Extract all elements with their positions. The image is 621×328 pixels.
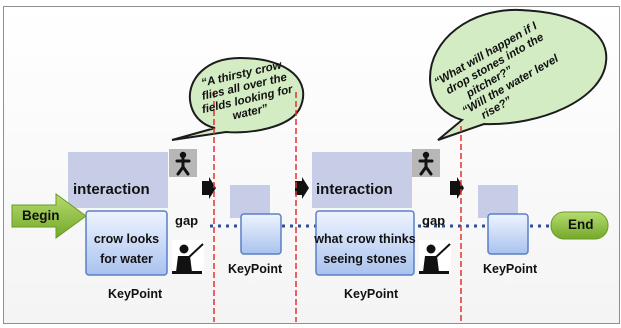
interaction-label-2: interaction [316,181,393,198]
keypoint-1-line-1: crow looks [93,232,160,246]
keypoint-3-line-1: what crow thinks [314,232,416,246]
keypoint-label-3: KeyPoint [344,287,399,301]
right-arrow-icon [450,177,464,199]
speech-bubble-2 [428,8,608,141]
interaction-block-2 [312,152,412,208]
walking-person-icon [169,149,197,177]
keypoint-box-1 [85,210,168,276]
keypoint-block-1-back [230,185,270,218]
keypoint-label-2: KeyPoint [228,262,283,276]
right-arrow-icon [295,177,309,199]
keypoint-1-line-2: for water [100,252,153,266]
begin-label: Begin [22,208,60,223]
right-arrow-icon [202,177,216,199]
keypoint-3-line-2: seeing stones [323,252,407,266]
keypoint-block-2-back [478,185,518,218]
interaction-block-1 [68,152,168,208]
end-pill [550,211,609,240]
keypoint-box-3 [315,210,415,276]
teacher-pointer-icon [172,240,204,274]
speech-bubble-1 [171,56,305,141]
gap-label-1: gap [175,213,199,228]
teacher-pointer-icon [419,240,451,274]
end-label: End [568,217,594,232]
interaction-label-1: interaction [73,181,150,198]
keypoint-label-4: KeyPoint [483,262,538,276]
walking-person-icon [412,149,440,177]
gap-label-2: gap [422,213,446,228]
keypoint-box-2 [240,213,282,255]
keypoint-box-4 [487,213,529,255]
begin-arrow [11,193,87,239]
keypoint-label-1: KeyPoint [108,287,163,301]
